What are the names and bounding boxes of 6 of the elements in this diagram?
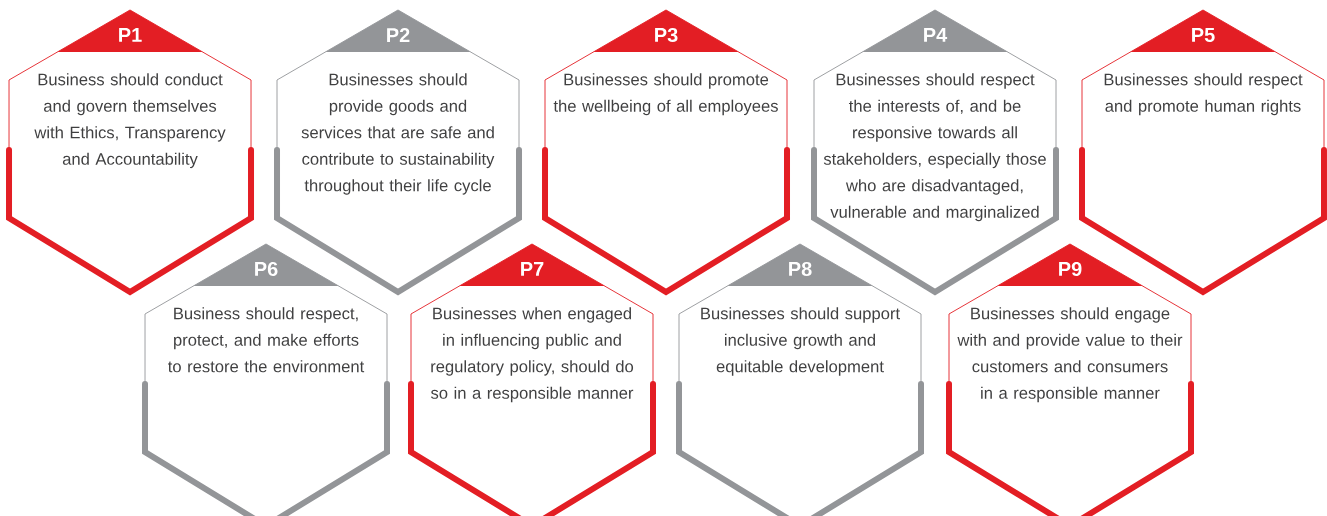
hexagon: P8 Businesses should support inclusive growth and equitable development [676,243,924,516]
hexagon: P6 Business should respect, protect, and make efforts to restore the environment [142,243,390,516]
hexagon: P1 Business should conduct and govern themselves with Ethics, Transparency and Accountability [6,9,254,296]
hexagon: P9 Businesses should engage with and provide value to their customers and consumers in a responsible manner [946,243,1194,516]
hexagon: P7 Businesses when engaged in influencing public and regulatory policy, should do so in a responsible manner [408,243,656,516]
hexagon: P4 Businesses should respect the interests of, and be responsive towards all stakeholders, especially those who are disadvantaged, vulnerable and marginalized [811,9,1059,296]
